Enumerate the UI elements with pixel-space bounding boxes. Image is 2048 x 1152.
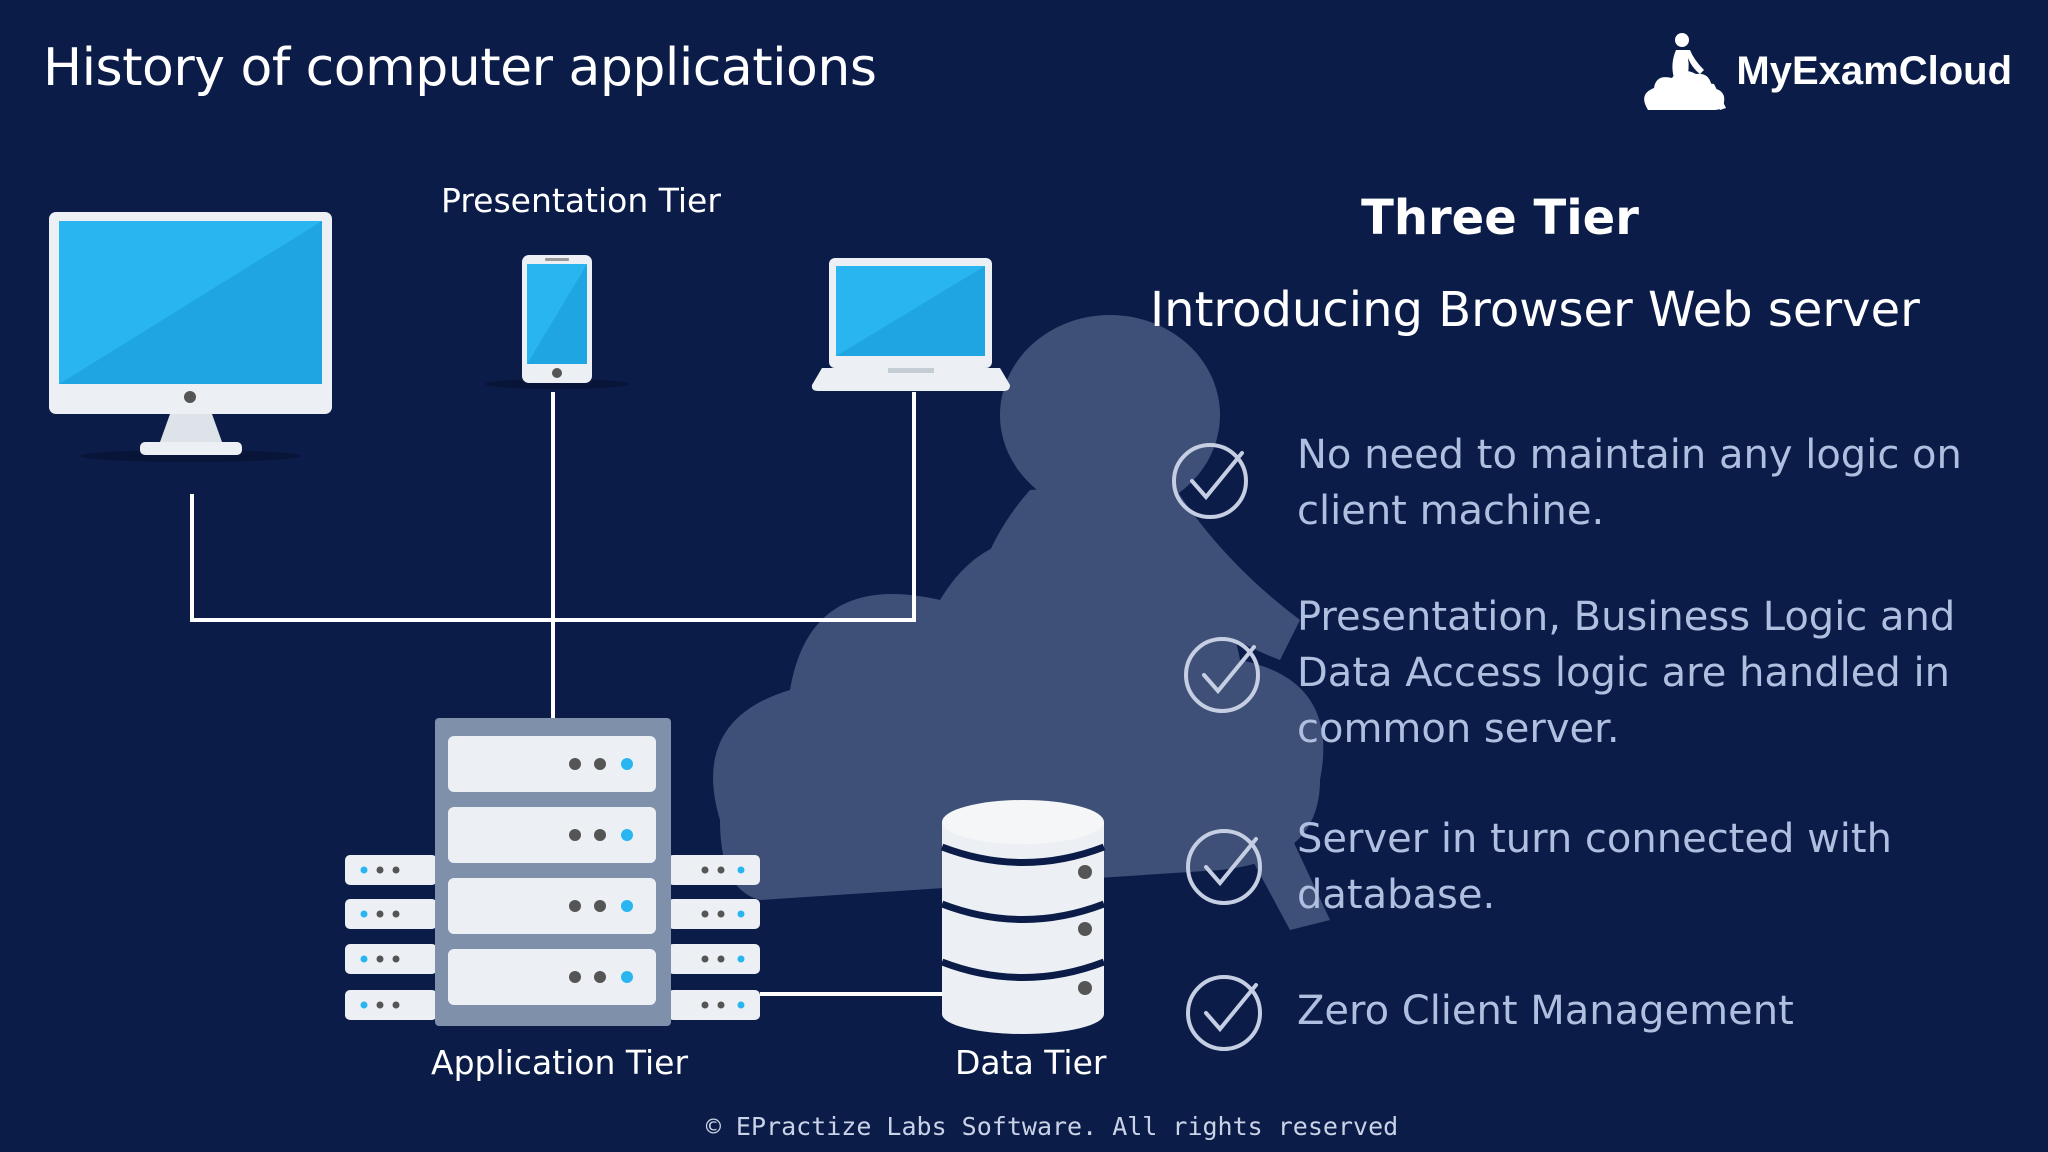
section-subheading: Introducing Browser Web server (1150, 282, 1920, 338)
brand-logo: MyExamCloud (1640, 30, 2012, 112)
data-tier-label: Data Tier (955, 1043, 1107, 1082)
list-item-text: Presentation, Business Logic and Data Ac… (1297, 594, 1956, 752)
list-item-text: Server in turn connected with database. (1297, 816, 1892, 918)
rack-server-units (448, 736, 656, 1005)
list-item-text: No need to maintain any logic on client … (1297, 432, 1962, 534)
laptop-icon (811, 258, 1010, 391)
side-server-units-left (345, 855, 437, 1020)
reader-watermark-icon (713, 315, 1330, 930)
smartphone-icon (485, 255, 629, 389)
reader-on-cloud-logo-icon (1644, 33, 1727, 110)
checkmark-circle-icon (1186, 829, 1262, 905)
database-icon (940, 800, 1106, 1034)
server-rack-icon (345, 718, 760, 1026)
brand-name: MyExamCloud (1736, 48, 2012, 93)
side-server-units-right (668, 855, 760, 1020)
desktop-monitor-icon (49, 212, 332, 462)
page-title: History of computer applications (43, 38, 877, 98)
checkmark-circle-icon (1186, 975, 1262, 1051)
section-heading: Three Tier (1361, 190, 1639, 246)
checkmark-circle-icon (1172, 443, 1248, 519)
presentation-tier-label: Presentation Tier (441, 181, 721, 220)
connector-lines (190, 392, 944, 996)
copyright-footer: © EPractize Labs Software. All rights re… (705, 1112, 1399, 1141)
application-tier-label: Application Tier (431, 1043, 689, 1082)
checkmark-circle-icon (1184, 637, 1260, 713)
list-item-text: Zero Client Management (1297, 988, 1794, 1034)
